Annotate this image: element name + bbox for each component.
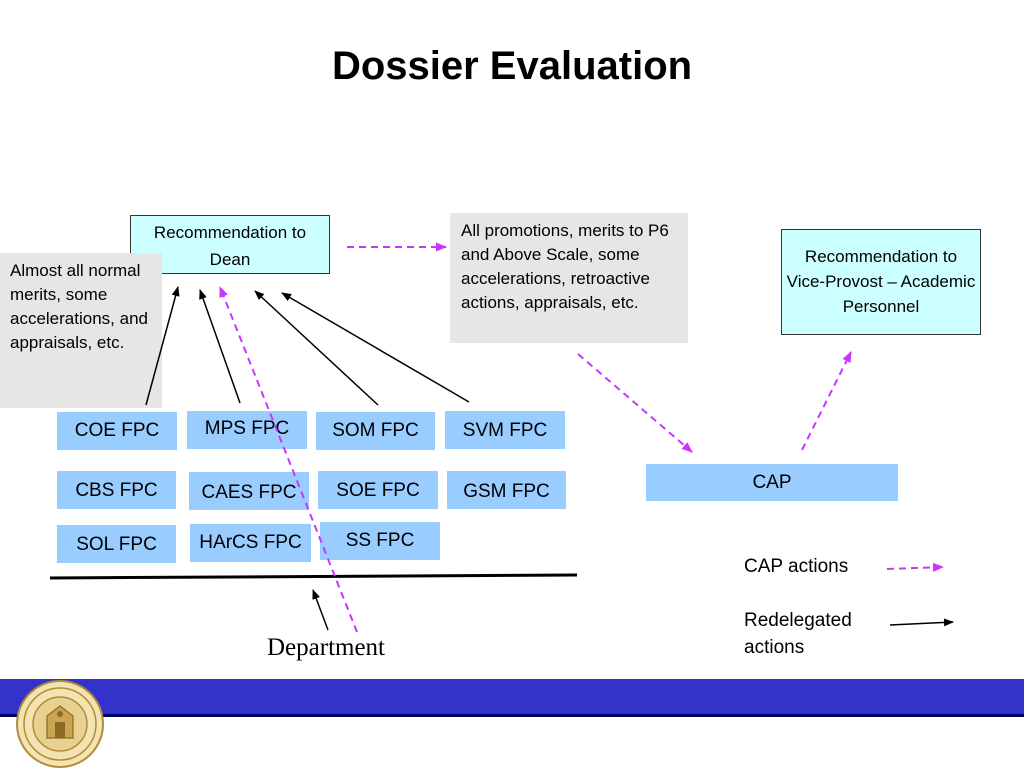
svm-to-dean-arrow — [281, 292, 470, 403]
soe-fpc-box: SOE FPC — [318, 471, 438, 509]
svm-fpc-box: SVM FPC — [445, 411, 565, 449]
coe-fpc-box: COE FPC — [57, 412, 177, 450]
recommendation-to-dean-box: Recommendation to Dean — [130, 215, 330, 274]
caes-fpc-box: CAES FPC — [189, 472, 309, 510]
note-to-cap-arrow — [577, 353, 693, 453]
footer-band — [0, 679, 1024, 717]
cap-box: CAP — [646, 464, 898, 501]
page-title: Dossier Evaluation — [331, 44, 693, 88]
department-to-dean-cap-arrow — [219, 286, 358, 633]
redelegated-actions-note: Almost all normal merits, some accelerat… — [0, 253, 162, 408]
mps-fpc-box: MPS FPC — [187, 411, 307, 449]
som-to-dean-arrow — [254, 290, 379, 406]
footer-divider — [0, 714, 1024, 717]
legend-redelegated-arrow — [889, 618, 954, 627]
legend-cap-actions-arrow — [886, 562, 944, 572]
sol-fpc-box: SOL FPC — [57, 525, 176, 563]
legend-cap-actions-label: CAP actions — [744, 556, 849, 577]
university-seal-icon — [16, 680, 104, 768]
coe-to-dean-arrow — [145, 286, 180, 406]
mps-to-dean-arrow — [199, 289, 241, 404]
cap-actions-note: All promotions, merits to P6 and Above S… — [450, 213, 688, 343]
harcs-fpc-box: HArCS FPC — [190, 524, 311, 562]
cap-to-vice-provost-arrow — [801, 351, 852, 451]
ss-fpc-box: SS FPC — [320, 522, 440, 560]
department-baseline — [49, 573, 578, 580]
recommendation-to-vice-provost-box: Recommendation to Vice-Provost – Academi… — [781, 229, 981, 335]
cbs-fpc-box: CBS FPC — [57, 471, 176, 509]
som-fpc-box: SOM FPC — [316, 412, 435, 450]
gsm-fpc-box: GSM FPC — [447, 471, 566, 509]
legend-redelegated-label: Redelegated actions — [744, 610, 852, 658]
department-to-baseline-arrow — [312, 589, 329, 631]
department-label: Department — [267, 634, 386, 661]
